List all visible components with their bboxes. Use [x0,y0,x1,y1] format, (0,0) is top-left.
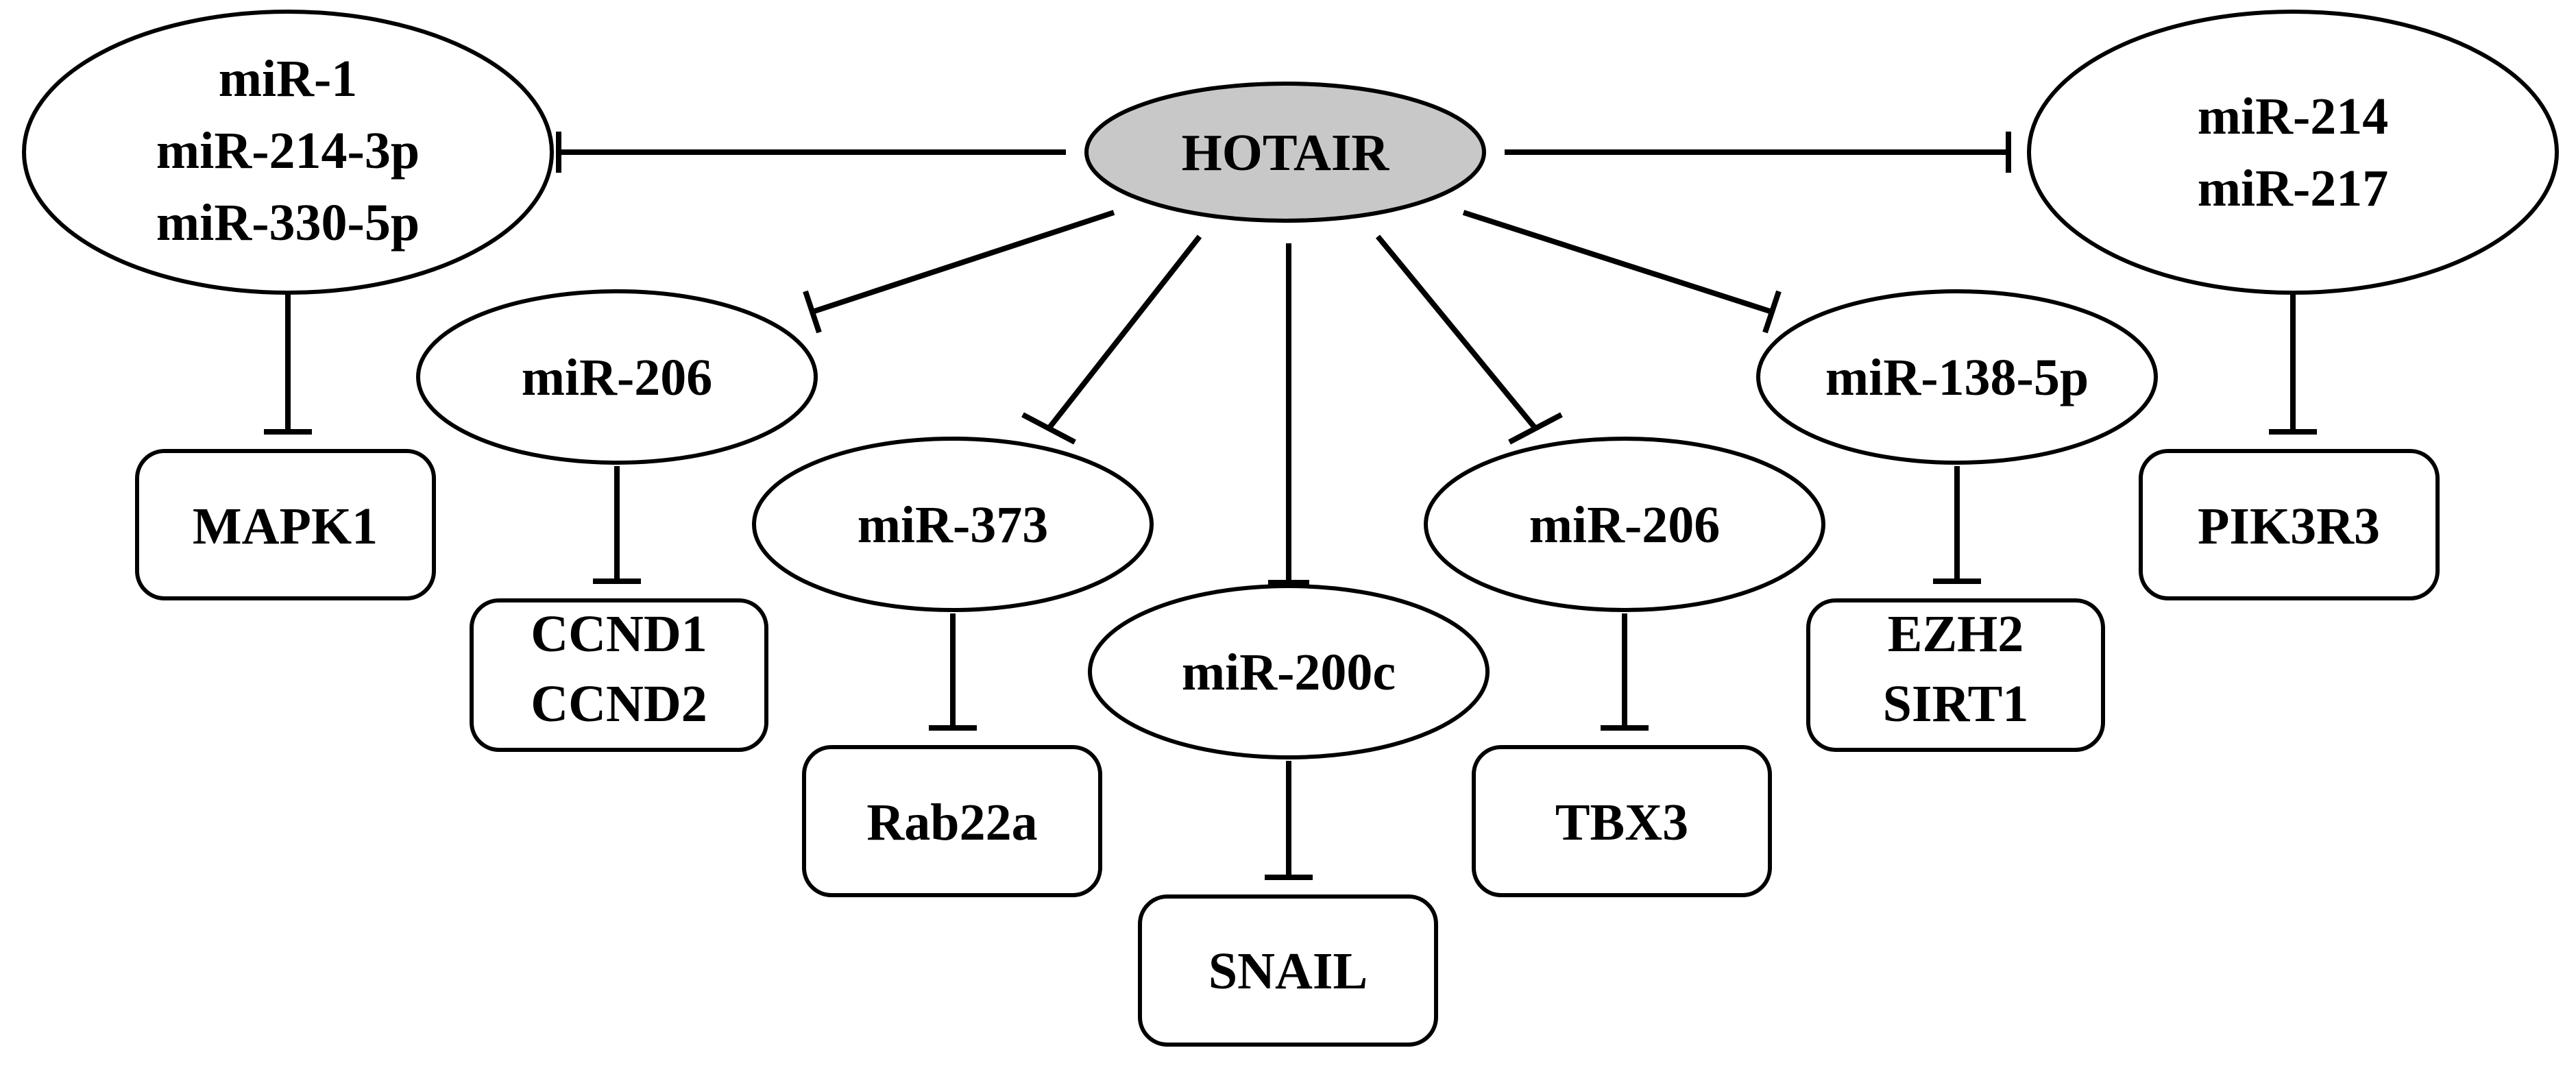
mirna-mir206-right: miR-206 [1424,437,1825,612]
mirna-group-left-line: miR-214-3p [156,122,420,180]
mir206-left-ellipse [416,289,818,465]
mir138-label: miR-138-5p [1825,349,2089,406]
tbx3-box [1472,745,1772,897]
ezh2-sirt1-label: EZH2 [1888,605,2024,663]
target-ezh2-sirt1: EZH2 SIRT1 [1806,598,2105,752]
mirna-group-left-ellipse [22,10,554,295]
hub-label: HOTAIR [1182,124,1390,182]
rab22a-box [802,745,1102,897]
edge-hotair-to-mir373-bar [1021,412,1076,445]
target-rab22a: Rab22a [802,745,1102,897]
edge-hotair-to-mir206-left-bar [803,290,822,334]
mirna-mir373: miR-373 [752,437,1154,612]
target-mapk1: MAPK1 [135,449,436,600]
mirna-group-left-line: miR-1 [219,50,358,108]
edge-hotair-to-mir138-bar [1762,290,1782,334]
mapk1-box [135,449,436,600]
edge-hotair-to-mir206-right [1375,234,1538,430]
mapk1-label: MAPK1 [193,498,378,555]
edge-hotair-to-mir138 [1462,210,1773,315]
target-ccnd: CCND1 CCND2 [470,598,768,752]
target-pik3r3: PIK3R3 [2139,449,2440,600]
mirna-group-right-line: miR-214 [2198,88,2389,145]
snail-box [1138,894,1438,1047]
ccnd-label: CCND2 [531,675,707,733]
mir138-ellipse [1756,289,2158,465]
edges [264,132,2317,880]
mir373-ellipse [752,437,1154,612]
ezh2-sirt1-box [1806,598,2105,752]
target-snail: SNAIL [1138,894,1438,1047]
mirna-group-left-line: miR-330-5p [156,194,420,252]
mir200c-ellipse [1088,584,1490,759]
edge-hotair-to-mir206-right-bar [1508,412,1563,445]
ezh2-sirt1-label: SIRT1 [1883,675,2029,733]
mirna-mir206-left: miR-206 [416,289,818,465]
mirna-group-right-line: miR-217 [2198,160,2389,217]
hub-ellipse [1084,82,1486,223]
mir206-left-label: miR-206 [522,349,713,406]
pik3r3-box [2139,449,2440,600]
target-tbx3: TBX3 [1472,745,1772,897]
edge-hotair-to-mir206-left [811,210,1115,315]
ccnd-box [470,598,768,752]
edge-hotair-to-mir373 [1046,234,1202,430]
mirna-group-left: miR-1 miR-214-3p miR-330-5p [22,10,554,295]
tbx3-label: TBX3 [1555,794,1688,851]
mir200c-label: miR-200c [1182,644,1396,701]
mir206-right-ellipse [1424,437,1825,612]
snail-label: SNAIL [1208,942,1368,1000]
pik3r3-label: PIK3R3 [2198,498,2380,555]
mirna-mir138: miR-138-5p [1756,289,2158,465]
ccnd-label: CCND1 [531,605,707,663]
mir373-label: miR-373 [858,496,1049,554]
mirna-group-right: miR-214 miR-217 [2027,10,2559,295]
mirna-mir200c: miR-200c [1088,584,1490,759]
mir206-right-label: miR-206 [1529,496,1721,554]
rab22a-label: Rab22a [866,794,1037,851]
mirna-group-right-ellipse [2027,10,2559,295]
hub-node: HOTAIR [1084,82,1486,223]
